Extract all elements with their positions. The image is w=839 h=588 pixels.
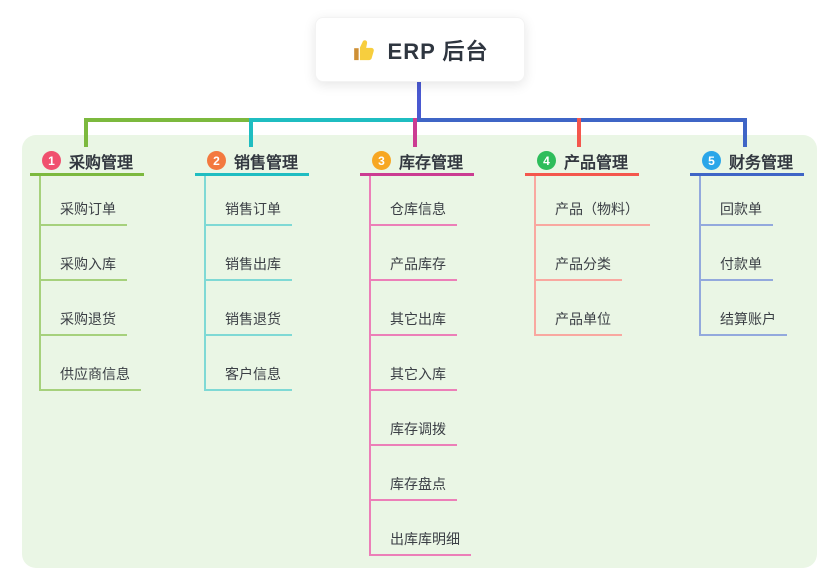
branch-number-badge: 3 — [372, 151, 391, 170]
leaf-node[interactable]: 供应商信息 — [41, 336, 141, 391]
connector-branch2-drop — [249, 118, 253, 147]
branch-item-list: 销售订单 销售出库 销售退货 客户信息 — [204, 176, 292, 391]
leaf-node[interactable]: 结算账户 — [701, 281, 787, 336]
branch-label: 库存管理 — [399, 154, 464, 172]
branch-number-badge: 2 — [207, 151, 226, 170]
branch-number-badge: 5 — [702, 151, 721, 170]
branch-item-list: 产品（物料） 产品分类 产品单位 — [534, 176, 650, 336]
leaf-node[interactable]: 销售订单 — [206, 176, 292, 226]
leaf-node[interactable]: 出库库明细 — [371, 501, 471, 556]
leaf-node[interactable]: 付款单 — [701, 226, 773, 281]
leaf-node[interactable]: 回款单 — [701, 176, 773, 226]
branch-label: 销售管理 — [234, 154, 299, 172]
branch-header-sales[interactable]: 2 销售管理 — [195, 148, 309, 176]
leaf-node[interactable]: 其它入库 — [371, 336, 457, 391]
branch-header-product[interactable]: 4 产品管理 — [525, 148, 639, 176]
branch-finance: 5 财务管理 回款单 付款单 结算账户 — [690, 148, 839, 336]
connector-branch5-horizontal — [417, 118, 747, 122]
connector-trunk — [417, 82, 421, 122]
leaf-node[interactable]: 客户信息 — [206, 336, 292, 391]
leaf-node[interactable]: 库存盘点 — [371, 446, 457, 501]
root-node[interactable]: ERP 后台 — [315, 17, 525, 82]
branch-label: 采购管理 — [69, 154, 134, 172]
leaf-node[interactable]: 采购退货 — [41, 281, 127, 336]
leaf-node[interactable]: 产品分类 — [536, 226, 622, 281]
branch-header-finance[interactable]: 5 财务管理 — [690, 148, 804, 176]
branch-item-list: 仓库信息 产品库存 其它出库 其它入库 库存调拨 库存盘点 出库库明细 — [369, 176, 471, 556]
branch-sales: 2 销售管理 销售订单 销售出库 销售退货 客户信息 — [195, 148, 355, 391]
leaf-node[interactable]: 库存调拨 — [371, 391, 457, 446]
leaf-node[interactable]: 其它出库 — [371, 281, 457, 336]
branch-procurement: 1 采购管理 采购订单 采购入库 采购退货 供应商信息 — [30, 148, 190, 391]
branch-header-inventory[interactable]: 3 库存管理 — [360, 148, 474, 176]
branch-header-procurement[interactable]: 1 采购管理 — [30, 148, 144, 176]
leaf-node[interactable]: 产品单位 — [536, 281, 622, 336]
leaf-node[interactable]: 产品库存 — [371, 226, 457, 281]
branch-item-list: 采购订单 采购入库 采购退货 供应商信息 — [39, 176, 141, 391]
branches-panel — [22, 135, 817, 568]
branch-inventory: 3 库存管理 仓库信息 产品库存 其它出库 其它入库 库存调拨 库存盘点 出库库… — [360, 148, 520, 556]
connector-branch2-horizontal — [249, 118, 421, 122]
branch-number-badge: 1 — [42, 151, 61, 170]
leaf-node[interactable]: 销售出库 — [206, 226, 292, 281]
leaf-node[interactable]: 采购订单 — [41, 176, 127, 226]
connector-branch5-drop — [743, 118, 747, 147]
branch-label: 财务管理 — [729, 154, 794, 172]
leaf-node[interactable]: 销售退货 — [206, 281, 292, 336]
branch-product: 4 产品管理 产品（物料） 产品分类 产品单位 — [525, 148, 685, 336]
connector-branch3-drop — [413, 118, 417, 147]
branch-label: 产品管理 — [564, 154, 629, 172]
leaf-node[interactable]: 仓库信息 — [371, 176, 457, 226]
root-title: ERP 后台 — [387, 38, 489, 64]
branch-item-list: 回款单 付款单 结算账户 — [699, 176, 787, 336]
connector-branch4-drop — [577, 118, 581, 147]
branch-number-badge: 4 — [537, 151, 556, 170]
leaf-node[interactable]: 产品（物料） — [536, 176, 650, 226]
thumbs-up-icon — [352, 37, 378, 63]
connector-branch1-drop — [84, 118, 88, 147]
leaf-node[interactable]: 采购入库 — [41, 226, 127, 281]
